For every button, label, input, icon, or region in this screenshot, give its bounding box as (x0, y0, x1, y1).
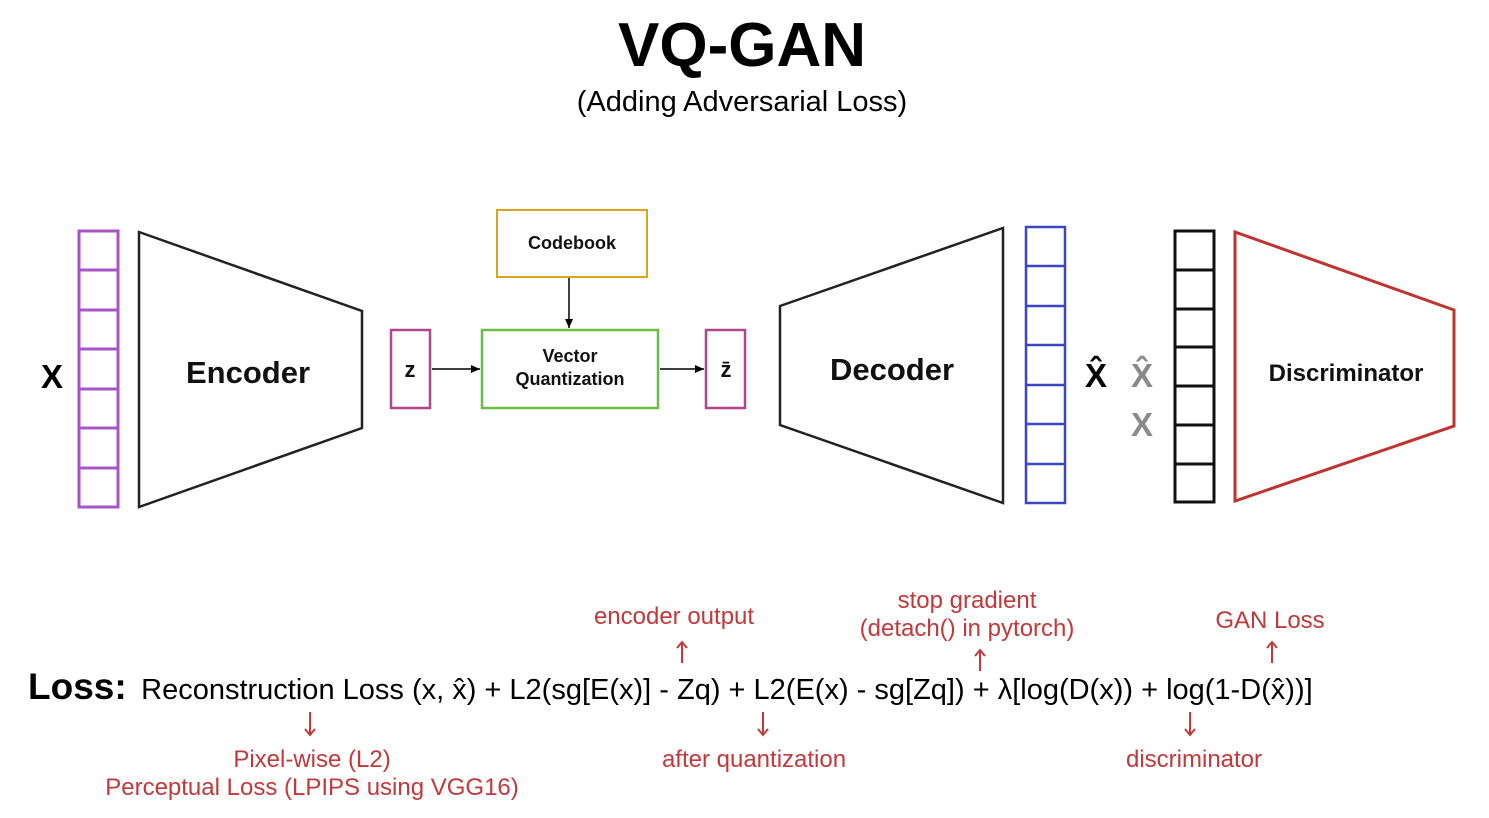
z-box (389, 328, 432, 410)
vq-label-line2: Quantization (516, 369, 625, 389)
arrow-after-quantization (757, 712, 769, 737)
annotation-pixel-wise: Pixel-wise (L2) (233, 746, 390, 773)
decoder-label: Decoder (830, 352, 954, 387)
annotation-encoder-output: encoder output (594, 603, 754, 630)
discriminator-label: Discriminator (1269, 360, 1424, 387)
disc-input-x-label: X (1131, 406, 1153, 443)
annotation-detach: (detach() in pytorch) (860, 615, 1075, 642)
annotation-perceptual: Perceptual Loss (LPIPS using VGG16) (105, 774, 519, 801)
discriminator-input-vector (1173, 229, 1216, 504)
input-x-label: X (41, 358, 63, 395)
loss-expression: Reconstruction Loss (x, x̂) + L2(sg[E(x)… (141, 674, 1313, 706)
annotation-after-quantization: after quantization (662, 746, 846, 773)
annotation-stop-gradient: stop gradient (898, 587, 1037, 614)
decoder-block (778, 226, 1005, 505)
input-vector (77, 229, 120, 509)
arrow-discriminator (1184, 712, 1196, 737)
page-subtitle: (Adding Adversarial Loss) (577, 86, 907, 118)
arrow-reconstruction (304, 712, 316, 737)
loss-equation: Loss: Reconstruction Loss (x, x̂) + L2(s… (28, 666, 1313, 707)
codebook-box (496, 209, 648, 278)
encoder-label: Encoder (186, 355, 310, 390)
arrow-gan-loss (1266, 640, 1278, 663)
discriminator-block (1233, 229, 1456, 504)
xhat-label: X̂ (1085, 356, 1107, 394)
page-title: VQ-GAN (618, 11, 866, 80)
codebook-label: Codebook (528, 233, 617, 253)
zq-label: z̄ (721, 357, 732, 382)
encoder-block (137, 230, 364, 509)
arrow-encoder-output (676, 640, 688, 663)
output-vector (1024, 225, 1067, 505)
disc-input-xhat-label: X̂ (1131, 356, 1153, 394)
zq-box (704, 328, 747, 410)
vq-label-line1: Vector (542, 346, 597, 366)
annotation-discriminator: discriminator (1126, 746, 1262, 773)
arrow-stop-gradient (974, 648, 986, 671)
z-label: z (405, 357, 416, 382)
loss-prefix: Loss: (28, 666, 127, 707)
annotation-gan-loss: GAN Loss (1215, 607, 1324, 634)
vq-box (480, 328, 660, 410)
